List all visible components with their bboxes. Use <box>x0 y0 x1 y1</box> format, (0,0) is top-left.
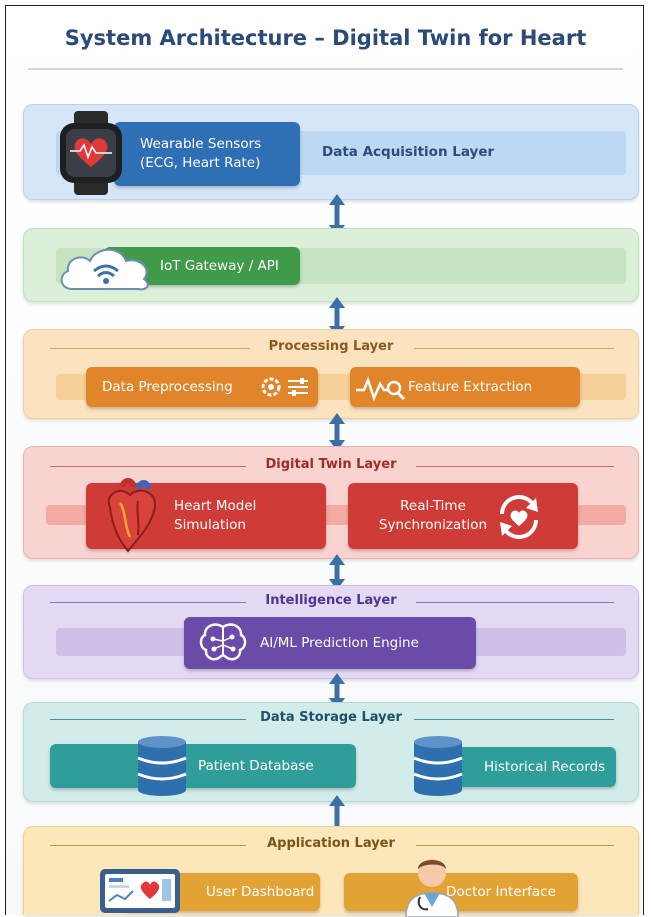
historical-records-label: Historical Records <box>484 759 606 775</box>
digital-twin-layer: Digital Twin Layer Heart Model Simulatio… <box>23 446 639 559</box>
diagram-title: System Architecture – Digital Twin for H… <box>64 26 587 50</box>
data-storage-layer-label: Data Storage Layer <box>260 710 402 725</box>
doctor-interface-label: Doctor Interface <box>446 884 556 900</box>
doctor-icon <box>405 859 459 917</box>
dashboard-monitor-icon <box>100 869 180 913</box>
intelligence-header-rule-right <box>416 602 614 603</box>
feature-extraction-label: Feature Extraction <box>408 379 533 395</box>
heartbeat-search-icon <box>356 376 406 402</box>
wearable-sensors-box: Wearable Sensors (ECG, Heart Rate) <box>114 122 300 186</box>
data-storage-header: Data Storage Layer <box>24 709 638 729</box>
digital-twin-layer-label: Digital Twin Layer <box>265 457 397 472</box>
application-layer: Application Layer User Dashboard Doctor … <box>23 826 639 917</box>
flow-arrow-4 <box>329 554 345 590</box>
data-acquisition-layer: Wearable Sensors (ECG, Heart Rate) Data … <box>23 104 639 200</box>
database-icon <box>413 736 463 796</box>
digital-twin-header-rule-right <box>416 466 614 467</box>
patient-database-box: Patient Database <box>50 744 356 788</box>
intelligence-header-rule-left <box>50 602 246 603</box>
feature-extraction-box: Feature Extraction <box>350 367 580 407</box>
processing-header-rule-left <box>50 348 250 349</box>
intelligence-header: Intelligence Layer <box>24 592 638 612</box>
user-dashboard-label: User Dashboard <box>206 884 315 900</box>
iot-gateway-label: IoT Gateway / API <box>160 258 279 274</box>
heart-model-simulation-label: Heart Model Simulation <box>174 498 257 533</box>
application-header: Application Layer <box>24 835 638 855</box>
real-time-synchronization-box: Real-Time Synchronization <box>348 483 578 549</box>
application-header-rule-left <box>50 845 246 846</box>
heart-organ-icon <box>107 478 157 553</box>
processing-header-rule-right <box>414 348 614 349</box>
real-time-synchronization-label: Real-Time Synchronization <box>378 498 488 533</box>
cloud-wifi-icon <box>60 248 149 291</box>
data-storage-layer: Data Storage Layer Patient Database Hist… <box>23 702 639 802</box>
gear-sliders-icon <box>261 377 308 397</box>
title-divider <box>28 68 623 70</box>
data-storage-header-rule-right <box>414 719 614 720</box>
application-header-rule-right <box>416 845 614 846</box>
iot-gateway-layer: IoT Gateway / API <box>23 228 639 302</box>
doctor-interface-box: Doctor Interface <box>344 873 578 911</box>
processing-layer: Processing Layer Data Preprocessing Feat… <box>23 329 639 419</box>
flow-arrow-3 <box>329 413 345 451</box>
ai-ml-prediction-engine-label: AI/ML Prediction Engine <box>260 635 419 651</box>
digital-twin-header: Digital Twin Layer <box>24 456 638 476</box>
intelligence-layer-label: Intelligence Layer <box>265 593 397 608</box>
data-preprocessing-label: Data Preprocessing <box>102 379 233 395</box>
database-icon <box>137 736 187 796</box>
patient-database-label: Patient Database <box>198 758 314 774</box>
application-layer-label: Application Layer <box>267 836 395 851</box>
processing-layer-label: Processing Layer <box>268 339 394 354</box>
sync-heart-icon <box>500 495 538 539</box>
intelligence-layer: Intelligence Layer AI/ML Prediction Engi… <box>23 585 639 679</box>
processing-header: Processing Layer <box>24 338 638 358</box>
data-acquisition-label: Data Acquisition Layer <box>322 144 495 160</box>
digital-twin-header-rule-left <box>50 466 246 467</box>
wearable-sensors-label: Wearable Sensors (ECG, Heart Rate) <box>140 136 262 171</box>
data-storage-header-rule-left <box>50 719 246 720</box>
smartwatch-icon <box>60 111 122 195</box>
brain-icon <box>199 623 247 661</box>
